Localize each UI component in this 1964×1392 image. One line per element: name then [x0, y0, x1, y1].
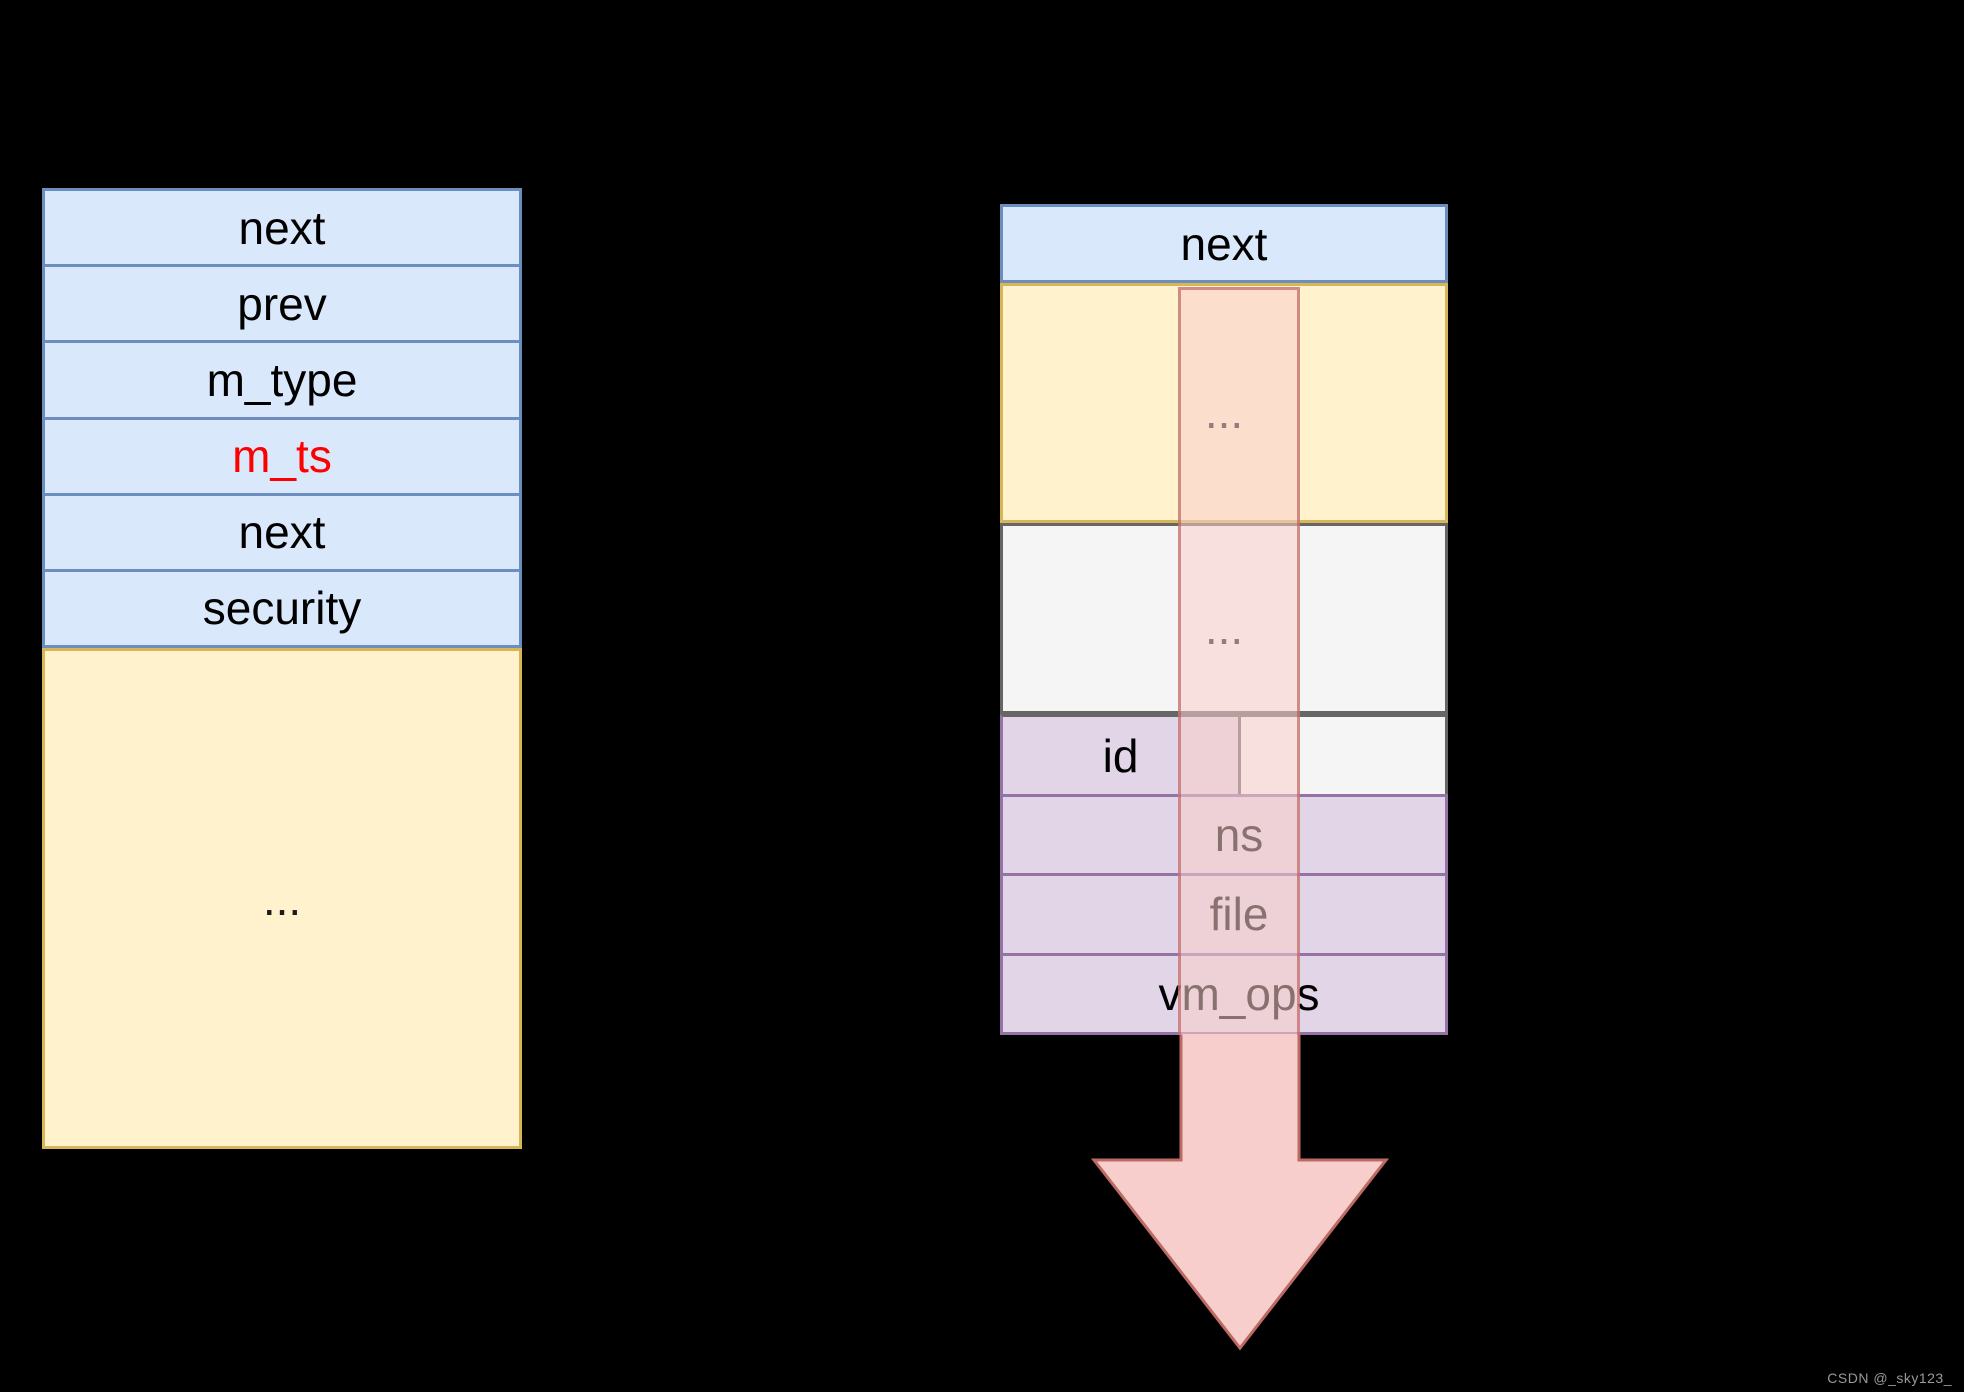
down-arrow-head-icon	[1090, 1034, 1390, 1351]
field-label: prev	[237, 277, 327, 330]
field-label: next	[238, 506, 326, 559]
field-label: next	[238, 201, 326, 254]
field-row-prev: prev	[45, 267, 519, 344]
down-arrow-shaft-overlay	[1178, 287, 1300, 1035]
field-row-next: next	[45, 191, 519, 268]
watermark-text: CSDN @_sky123_	[1827, 1370, 1952, 1386]
field-row-security: security	[45, 572, 519, 645]
field-row-next-2: next	[45, 496, 519, 572]
field-label: next	[1180, 217, 1268, 270]
field-label: id	[1102, 729, 1139, 782]
left-struct-data-block: ...	[42, 648, 522, 1149]
down-arrow-head-shape	[1090, 1034, 1390, 1351]
field-row-m-ts-highlighted: m_ts	[45, 420, 519, 496]
field-row-m-type: m_type	[45, 343, 519, 420]
left-struct-header-table: next prev m_type m_ts next security	[42, 188, 522, 648]
field-label: m_type	[206, 353, 358, 406]
field-label-highlighted: m_ts	[232, 430, 332, 483]
ellipsis-label: ...	[262, 872, 302, 925]
field-label: security	[202, 582, 362, 635]
right-struct-next-row: next	[1000, 204, 1448, 283]
